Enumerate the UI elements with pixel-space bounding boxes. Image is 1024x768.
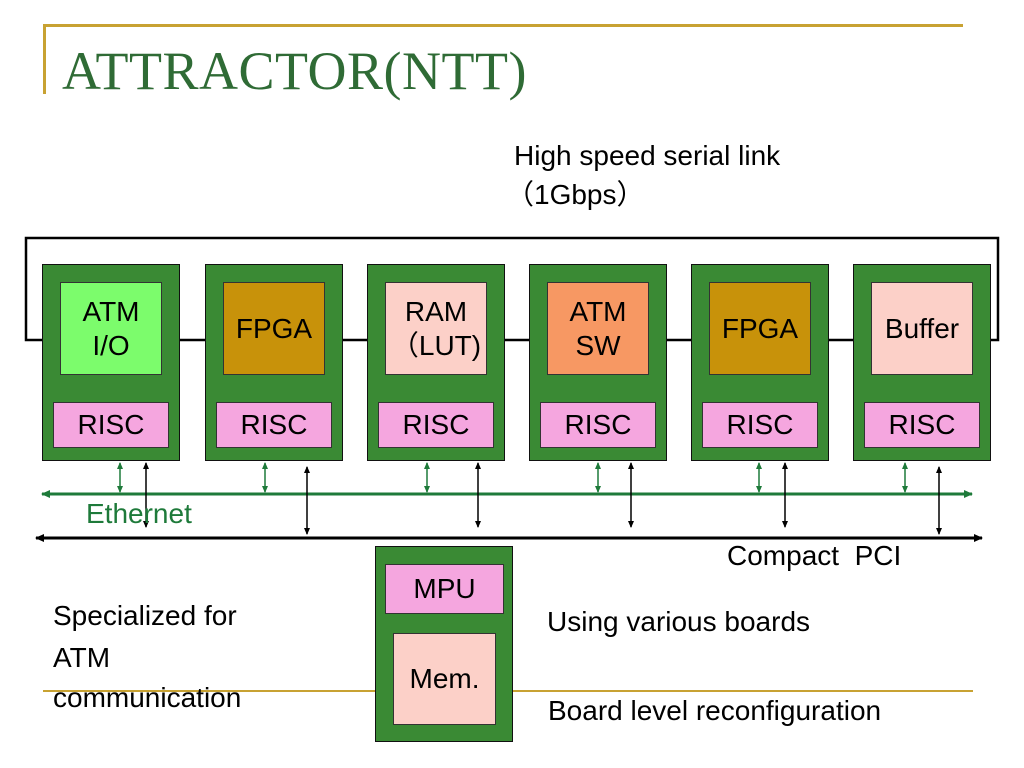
chip-atm-sw: ATM SW: [547, 282, 649, 375]
board-atm-sw: ATM SW RISC: [529, 264, 667, 461]
chip-atm-io: ATM I/O: [60, 282, 162, 375]
risc-chip: RISC: [216, 402, 332, 448]
risc-chip: RISC: [702, 402, 818, 448]
risc-chip: RISC: [378, 402, 494, 448]
note-right-various-boards: Using various boards: [547, 606, 811, 637]
board-ram-lut: RAM （LUT) RISC: [367, 264, 505, 461]
board-fpga: FPGA RISC: [691, 264, 829, 461]
chip-ram-lut: RAM （LUT): [385, 282, 487, 375]
title-accent-bar-vertical: [43, 24, 46, 94]
memory-chip: Mem.: [393, 633, 496, 725]
chip-fpga: FPGA: [709, 282, 811, 375]
title-accent-bar-horizontal: [43, 24, 963, 27]
mpu-board: MPU Mem.: [375, 546, 513, 742]
serial-link-label-line1: High speed serial link: [514, 140, 781, 171]
risc-chip: RISC: [540, 402, 656, 448]
compact-pci-label: Compact PCI: [727, 540, 902, 571]
risc-chip: RISC: [53, 402, 169, 448]
note-left-line1: Specialized for: [53, 600, 237, 631]
serial-link-loop: [24, 236, 1000, 342]
mpu-chip: MPU: [385, 564, 504, 614]
chip-fpga: FPGA: [223, 282, 325, 375]
risc-chip: RISC: [864, 402, 980, 448]
chip-buffer: Buffer: [871, 282, 973, 375]
note-left-line3: communication: [53, 682, 242, 713]
slide-title: ATTRACTOR(NTT): [62, 41, 527, 101]
board-fpga: FPGA RISC: [205, 264, 343, 461]
ethernet-label: Ethernet: [86, 498, 192, 529]
serial-link-label-line2: （1Gbps）: [506, 179, 645, 210]
board-atm-io: ATM I/O RISC: [42, 264, 180, 461]
note-right-reconfiguration: Board level reconfiguration: [548, 695, 882, 726]
note-left-line2: ATM: [53, 642, 111, 673]
